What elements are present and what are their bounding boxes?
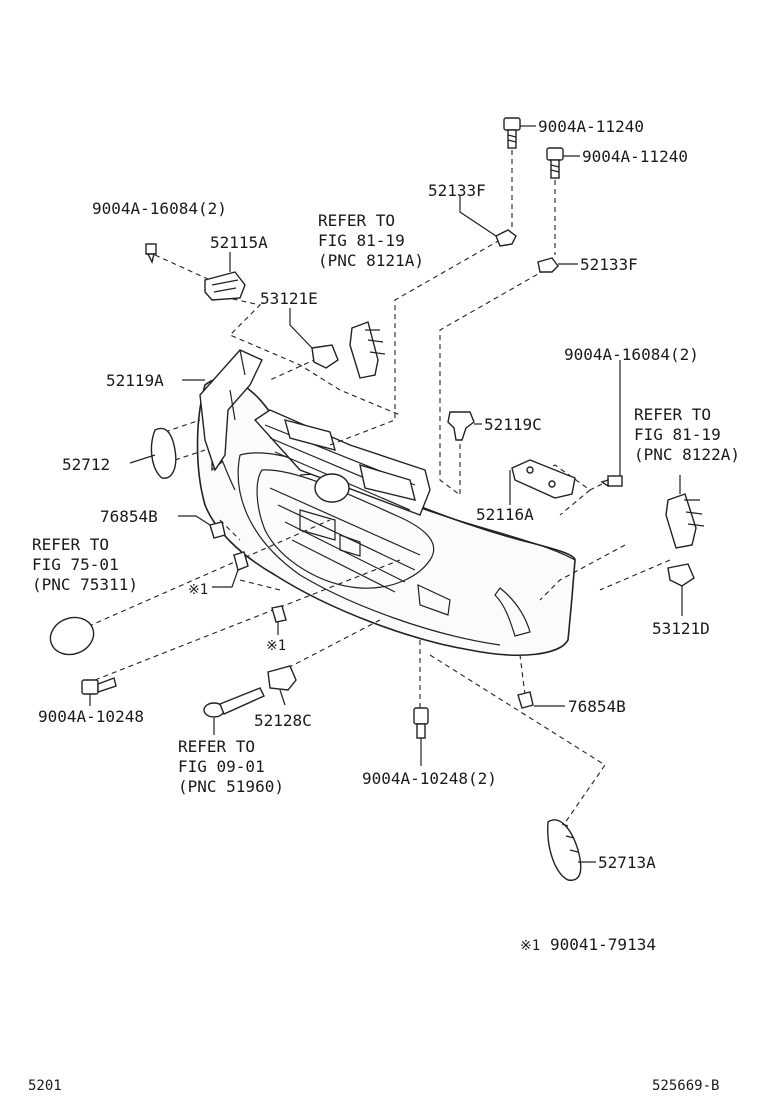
bracket-f-1 <box>495 229 517 247</box>
screw-left-top <box>145 243 157 265</box>
cover-52713a <box>547 819 582 881</box>
label-refer-4-line-1: REFER TO <box>634 405 711 424</box>
label-mark-1-a: ※1 <box>188 582 208 598</box>
label-refer-1-line-1: REFER TO <box>318 211 395 230</box>
cap-52128c <box>267 665 297 691</box>
tow-hook <box>203 687 265 718</box>
label-bolt-bottom-middle: 9004A-10248(2) <box>362 769 497 788</box>
label-refer-4-line-2: FIG 81-19 <box>634 425 721 444</box>
label-bracket-f-2: 52133F <box>580 255 638 274</box>
side-marker-right-upper <box>349 321 386 379</box>
bulb-53121e <box>311 344 339 369</box>
bracket-f-2 <box>537 257 559 273</box>
retainer-52119c <box>447 411 475 441</box>
leader-lines <box>79 150 671 831</box>
upper-grille <box>253 409 431 516</box>
label-bolt-top-2: 9004A-11240 <box>582 147 688 166</box>
label-retainer-52119c: 52119C <box>484 415 542 434</box>
bolt-top-2 <box>546 147 564 179</box>
label-retainer-52115a: 52115A <box>210 233 268 252</box>
label-clip-76854b-right: 76854B <box>568 697 626 716</box>
label-screw-left-top: 9004A-16084(2) <box>92 199 227 218</box>
label-bracket-f-1: 52133F <box>428 181 486 200</box>
solid-leaders <box>89 125 683 863</box>
clip-x1-a <box>233 551 249 571</box>
label-support-52119a: 52119A <box>106 371 164 390</box>
label-refer-3-line-1: REFER TO <box>178 737 255 756</box>
label-cover-52712: 52712 <box>62 455 110 474</box>
label-note-part: 90041-79134 <box>550 935 656 954</box>
page-code-right: 525669-B <box>652 1078 719 1094</box>
label-mark-1-b: ※1 <box>266 638 286 654</box>
clip-76854b-right <box>517 691 534 709</box>
retainer-52116a <box>511 459 576 499</box>
clip-x1-b <box>271 605 287 623</box>
screw-right <box>600 475 623 488</box>
label-refer-3-line-2: FIG 09-01 <box>178 757 265 776</box>
retainer-52115a <box>204 271 246 301</box>
left-support-bracket <box>199 349 263 472</box>
label-bolt-bottom-left: 9004A-10248 <box>38 707 144 726</box>
bolt-bottom-left <box>81 677 117 695</box>
bolt-top-1 <box>503 117 521 149</box>
clip-76854b-left <box>209 521 226 539</box>
side-marker-right <box>665 493 705 549</box>
label-refer-2-line-1: REFER TO <box>32 535 109 554</box>
label-bulb-53121e: 53121E <box>260 289 318 308</box>
label-note-mark: ※1 <box>520 938 540 954</box>
label-refer-2-line-3: (PNC 75311) <box>32 575 138 594</box>
label-refer-4-line-3: (PNC 8122A) <box>634 445 740 464</box>
fog-cover-round <box>49 616 95 656</box>
bolt-bottom-middle <box>413 707 429 739</box>
label-screw-right: 9004A-16084(2) <box>564 345 699 364</box>
label-retainer-52116a: 52116A <box>476 505 534 524</box>
label-refer-3-line-3: (PNC 51960) <box>178 777 284 796</box>
label-cover-52713a: 52713A <box>598 853 656 872</box>
page-code-left: 5201 <box>28 1078 62 1094</box>
label-refer-1-line-3: (PNC 8121A) <box>318 251 424 270</box>
bulb-53121d <box>667 563 695 587</box>
label-refer-2-line-2: FIG 75-01 <box>32 555 119 574</box>
label-bulb-53121d: 53121D <box>652 619 710 638</box>
label-refer-1-line-2: FIG 81-19 <box>318 231 405 250</box>
label-clip-76854b-left: 76854B <box>100 507 158 526</box>
cover-52712 <box>150 427 177 479</box>
label-bolt-top-1: 9004A-11240 <box>538 117 644 136</box>
label-cap-52128c: 52128C <box>254 711 312 730</box>
